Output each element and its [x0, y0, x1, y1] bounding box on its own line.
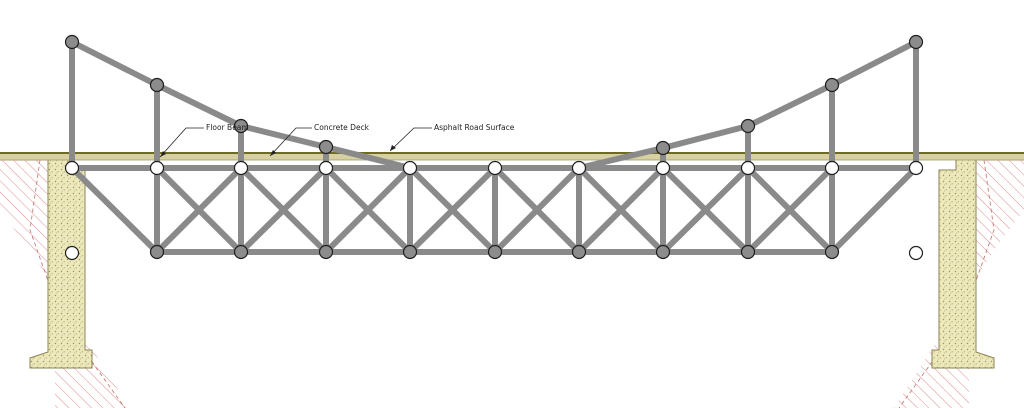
support-pin — [908, 245, 924, 261]
truss-members — [69, 39, 919, 255]
top-joint — [149, 77, 165, 93]
callout-asphalt-road-surface: Asphalt Road Surface — [389, 123, 515, 152]
truss-member — [323, 144, 413, 171]
top-joint — [64, 34, 80, 50]
deck-joint — [318, 160, 334, 176]
bottom-joint — [487, 244, 503, 260]
truss-member — [238, 123, 329, 150]
deck-joint — [740, 160, 756, 176]
bottom-joint — [233, 244, 249, 260]
bottom-joint — [318, 244, 334, 260]
truss-member — [829, 165, 919, 255]
truss-member — [660, 123, 751, 151]
deck-joint — [64, 160, 80, 176]
bottom-joint — [149, 244, 165, 260]
bottom-joint — [740, 244, 756, 260]
right-abutment — [931, 154, 995, 369]
truss-member — [154, 165, 244, 255]
support-pin — [64, 245, 80, 261]
truss-member — [238, 165, 329, 255]
truss-member — [407, 165, 498, 255]
callout-concrete-deck-label: Concrete Deck — [314, 123, 370, 132]
callout-concrete-deck: Concrete Deck — [269, 123, 370, 157]
deck-joint — [655, 160, 671, 176]
deck-joint — [233, 160, 249, 176]
deck-joint — [908, 160, 924, 176]
callout-floor-beam: Floor Beam — [159, 123, 249, 158]
deck-joint — [824, 160, 840, 176]
truss-member — [745, 165, 835, 255]
deck-joint — [571, 160, 587, 176]
bottom-joint — [402, 244, 418, 260]
bottom-joint — [655, 244, 671, 260]
callout-floor-beam-label: Floor Beam — [206, 123, 249, 132]
bottom-joint — [571, 244, 587, 260]
deck-joint — [149, 160, 165, 176]
bottom-joint — [824, 244, 840, 260]
top-joint — [824, 77, 840, 93]
top-joint — [655, 140, 671, 156]
top-joint — [908, 34, 924, 50]
truss-joints — [64, 34, 924, 261]
deck-joint — [487, 160, 503, 176]
truss-member — [69, 39, 160, 88]
truss-member — [154, 82, 244, 129]
deck-joint — [402, 160, 418, 176]
truss-member — [69, 165, 160, 255]
truss-member — [576, 165, 666, 255]
truss-member — [745, 82, 835, 129]
top-joint — [740, 118, 756, 134]
truss-member — [660, 165, 751, 255]
truss-member — [829, 39, 919, 88]
concrete-deck-slab — [0, 153, 1024, 160]
truss-member — [492, 165, 582, 255]
truss-member — [576, 145, 666, 171]
road-deck — [0, 152, 1024, 161]
callout-asphalt-road-surface-label: Asphalt Road Surface — [434, 123, 515, 132]
truss-member — [323, 165, 413, 255]
top-joint — [233, 118, 249, 134]
top-joint — [318, 139, 334, 155]
